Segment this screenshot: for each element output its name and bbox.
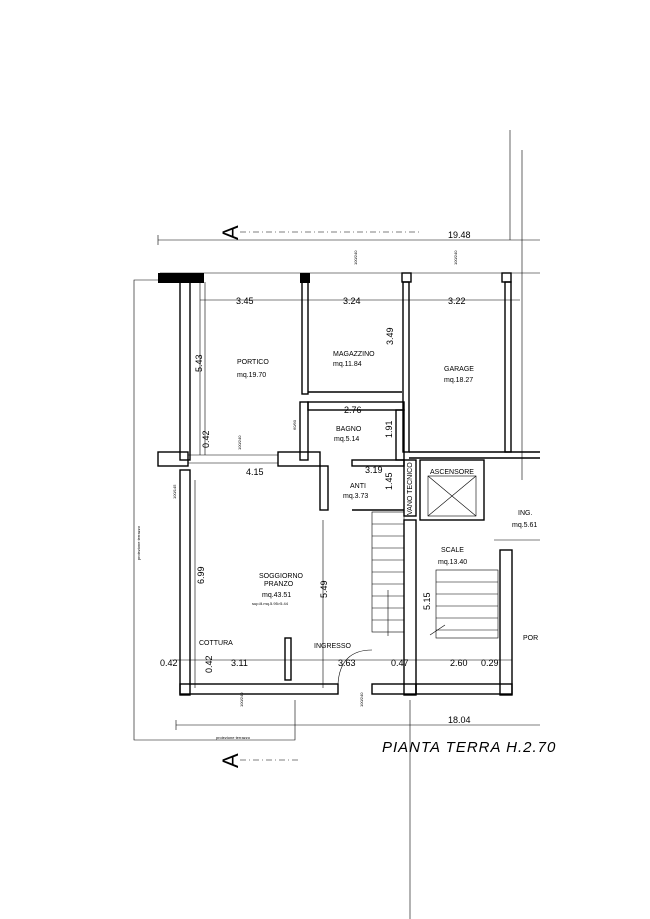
- room-bagno-area: mq.5.14: [334, 436, 359, 443]
- wall-mid: [277, 451, 321, 467]
- room-magazzino-area: mq.11.84: [333, 361, 362, 368]
- room-soggiorno-note: sup.ill.mq.5.95>5.44: [252, 601, 289, 606]
- section-marker-top: A: [218, 225, 243, 240]
- dim-bottom-260: 2.60: [450, 658, 468, 668]
- wall-bottom-left: [179, 683, 339, 695]
- section-marker-bottom: A: [218, 753, 243, 768]
- dim-soggiorno-top: 4.15: [246, 467, 264, 477]
- wall-scale-right: [499, 549, 513, 696]
- dim-bottom-029: 0.29: [481, 658, 499, 668]
- room-ing-area: mq.5.61: [512, 522, 537, 529]
- room-ingresso: INGRESSO: [314, 643, 352, 650]
- column: [300, 273, 310, 283]
- wall-ascensore: [419, 459, 485, 521]
- wall-magazzino-right: [402, 281, 410, 453]
- projection-outline: [133, 279, 296, 741]
- dim-top-overall: 19.48: [448, 230, 471, 240]
- window-label: 100/240: [239, 692, 244, 707]
- room-scale-name: SCALE: [441, 547, 464, 554]
- dim-bottom-363: 3.63: [338, 658, 356, 668]
- wall-bottom-mid: [371, 683, 417, 695]
- room-bagno-name: BAGNO: [336, 426, 362, 433]
- window-label: 100/240: [237, 435, 242, 450]
- room-anti-area: mq.3.73: [343, 493, 368, 500]
- room-portico-area: mq.19.70: [237, 372, 266, 379]
- dim-magazzino-width: 3.24: [343, 296, 361, 306]
- dim-bottom-overall: 18.04: [448, 715, 471, 725]
- room-ascensore: ASCENSORE: [430, 469, 474, 476]
- window-label: 100/240: [359, 692, 364, 707]
- dim-wall-thickness-top: 0.42: [201, 430, 211, 448]
- dim-bagno-height: 1.91: [384, 420, 394, 438]
- window-label: 60/90: [292, 419, 297, 430]
- room-portico-name: PORTICO: [237, 359, 269, 366]
- wall-garage-right: [504, 281, 512, 453]
- dim-bottom-047: 0.47: [391, 658, 409, 668]
- wall-scale-left: [403, 519, 417, 696]
- wall-anti-left: [319, 465, 329, 511]
- column: [501, 272, 512, 283]
- vano-tecnico: [403, 459, 417, 517]
- wall-left-lower: [179, 469, 191, 696]
- room-vano-tecnico: VANO TECNICO: [407, 462, 414, 515]
- column: [158, 273, 204, 283]
- room-magazzino-name: MAGAZZINO: [333, 351, 375, 358]
- column: [401, 272, 412, 283]
- dim-portico-width: 3.45: [236, 296, 254, 306]
- wall-magazzino-left: [301, 281, 309, 395]
- window-label: 100/145: [172, 484, 177, 499]
- dim-anti-height: 1.45: [384, 472, 394, 490]
- projection-label-left: proiezione terrazzo: [136, 525, 141, 560]
- dim-magazzino-height: 3.49: [385, 327, 395, 345]
- wall-left-upper: [179, 279, 191, 461]
- dim-anti-width: 3.19: [365, 465, 383, 475]
- room-soggiorno-name1: SOGGIORNO: [259, 573, 304, 580]
- dim-soggiorno-height: 6.99: [196, 566, 206, 584]
- window-label: 100/240: [353, 250, 358, 265]
- window-label: 100/240: [453, 250, 458, 265]
- dim-portico-height: 5.43: [194, 354, 204, 372]
- room-anti-name: ANTI: [350, 483, 366, 490]
- stairs-left: [371, 511, 405, 636]
- dim-bagno-width: 2.76: [344, 405, 362, 415]
- dim-soggiorno-inner: 5.49: [319, 580, 329, 598]
- room-soggiorno-area: mq.43.51: [262, 592, 291, 599]
- kitchen-counter: [284, 637, 292, 681]
- room-ing-name: ING.: [518, 510, 532, 517]
- stairs-right: [429, 569, 499, 639]
- room-por: POR: [523, 635, 538, 642]
- dim-bottom-311: 3.11: [231, 658, 248, 668]
- wall-bagno-left: [299, 401, 309, 461]
- room-garage-name: GARAGE: [444, 366, 474, 373]
- room-garage-area: mq.18.27: [444, 377, 473, 384]
- plan-title: PIANTA TERRA H.2.70: [382, 739, 556, 756]
- door-swing: [337, 649, 373, 685]
- dim-bottom-042: 0.42: [160, 658, 178, 668]
- dim-bottom-042-vert: 0.42: [204, 655, 214, 673]
- room-cottura: COTTURA: [199, 640, 233, 647]
- dim-garage-width: 3.22: [448, 296, 466, 306]
- dim-scale-height: 5.15: [422, 592, 432, 610]
- wall-bottom-right: [415, 683, 513, 695]
- projection-label-bottom: proiezione terrazzo: [216, 735, 251, 740]
- column-left-mid: [157, 451, 189, 467]
- room-soggiorno-name2: PRANZO: [264, 581, 294, 588]
- room-scale-area: mq.13.40: [438, 559, 467, 566]
